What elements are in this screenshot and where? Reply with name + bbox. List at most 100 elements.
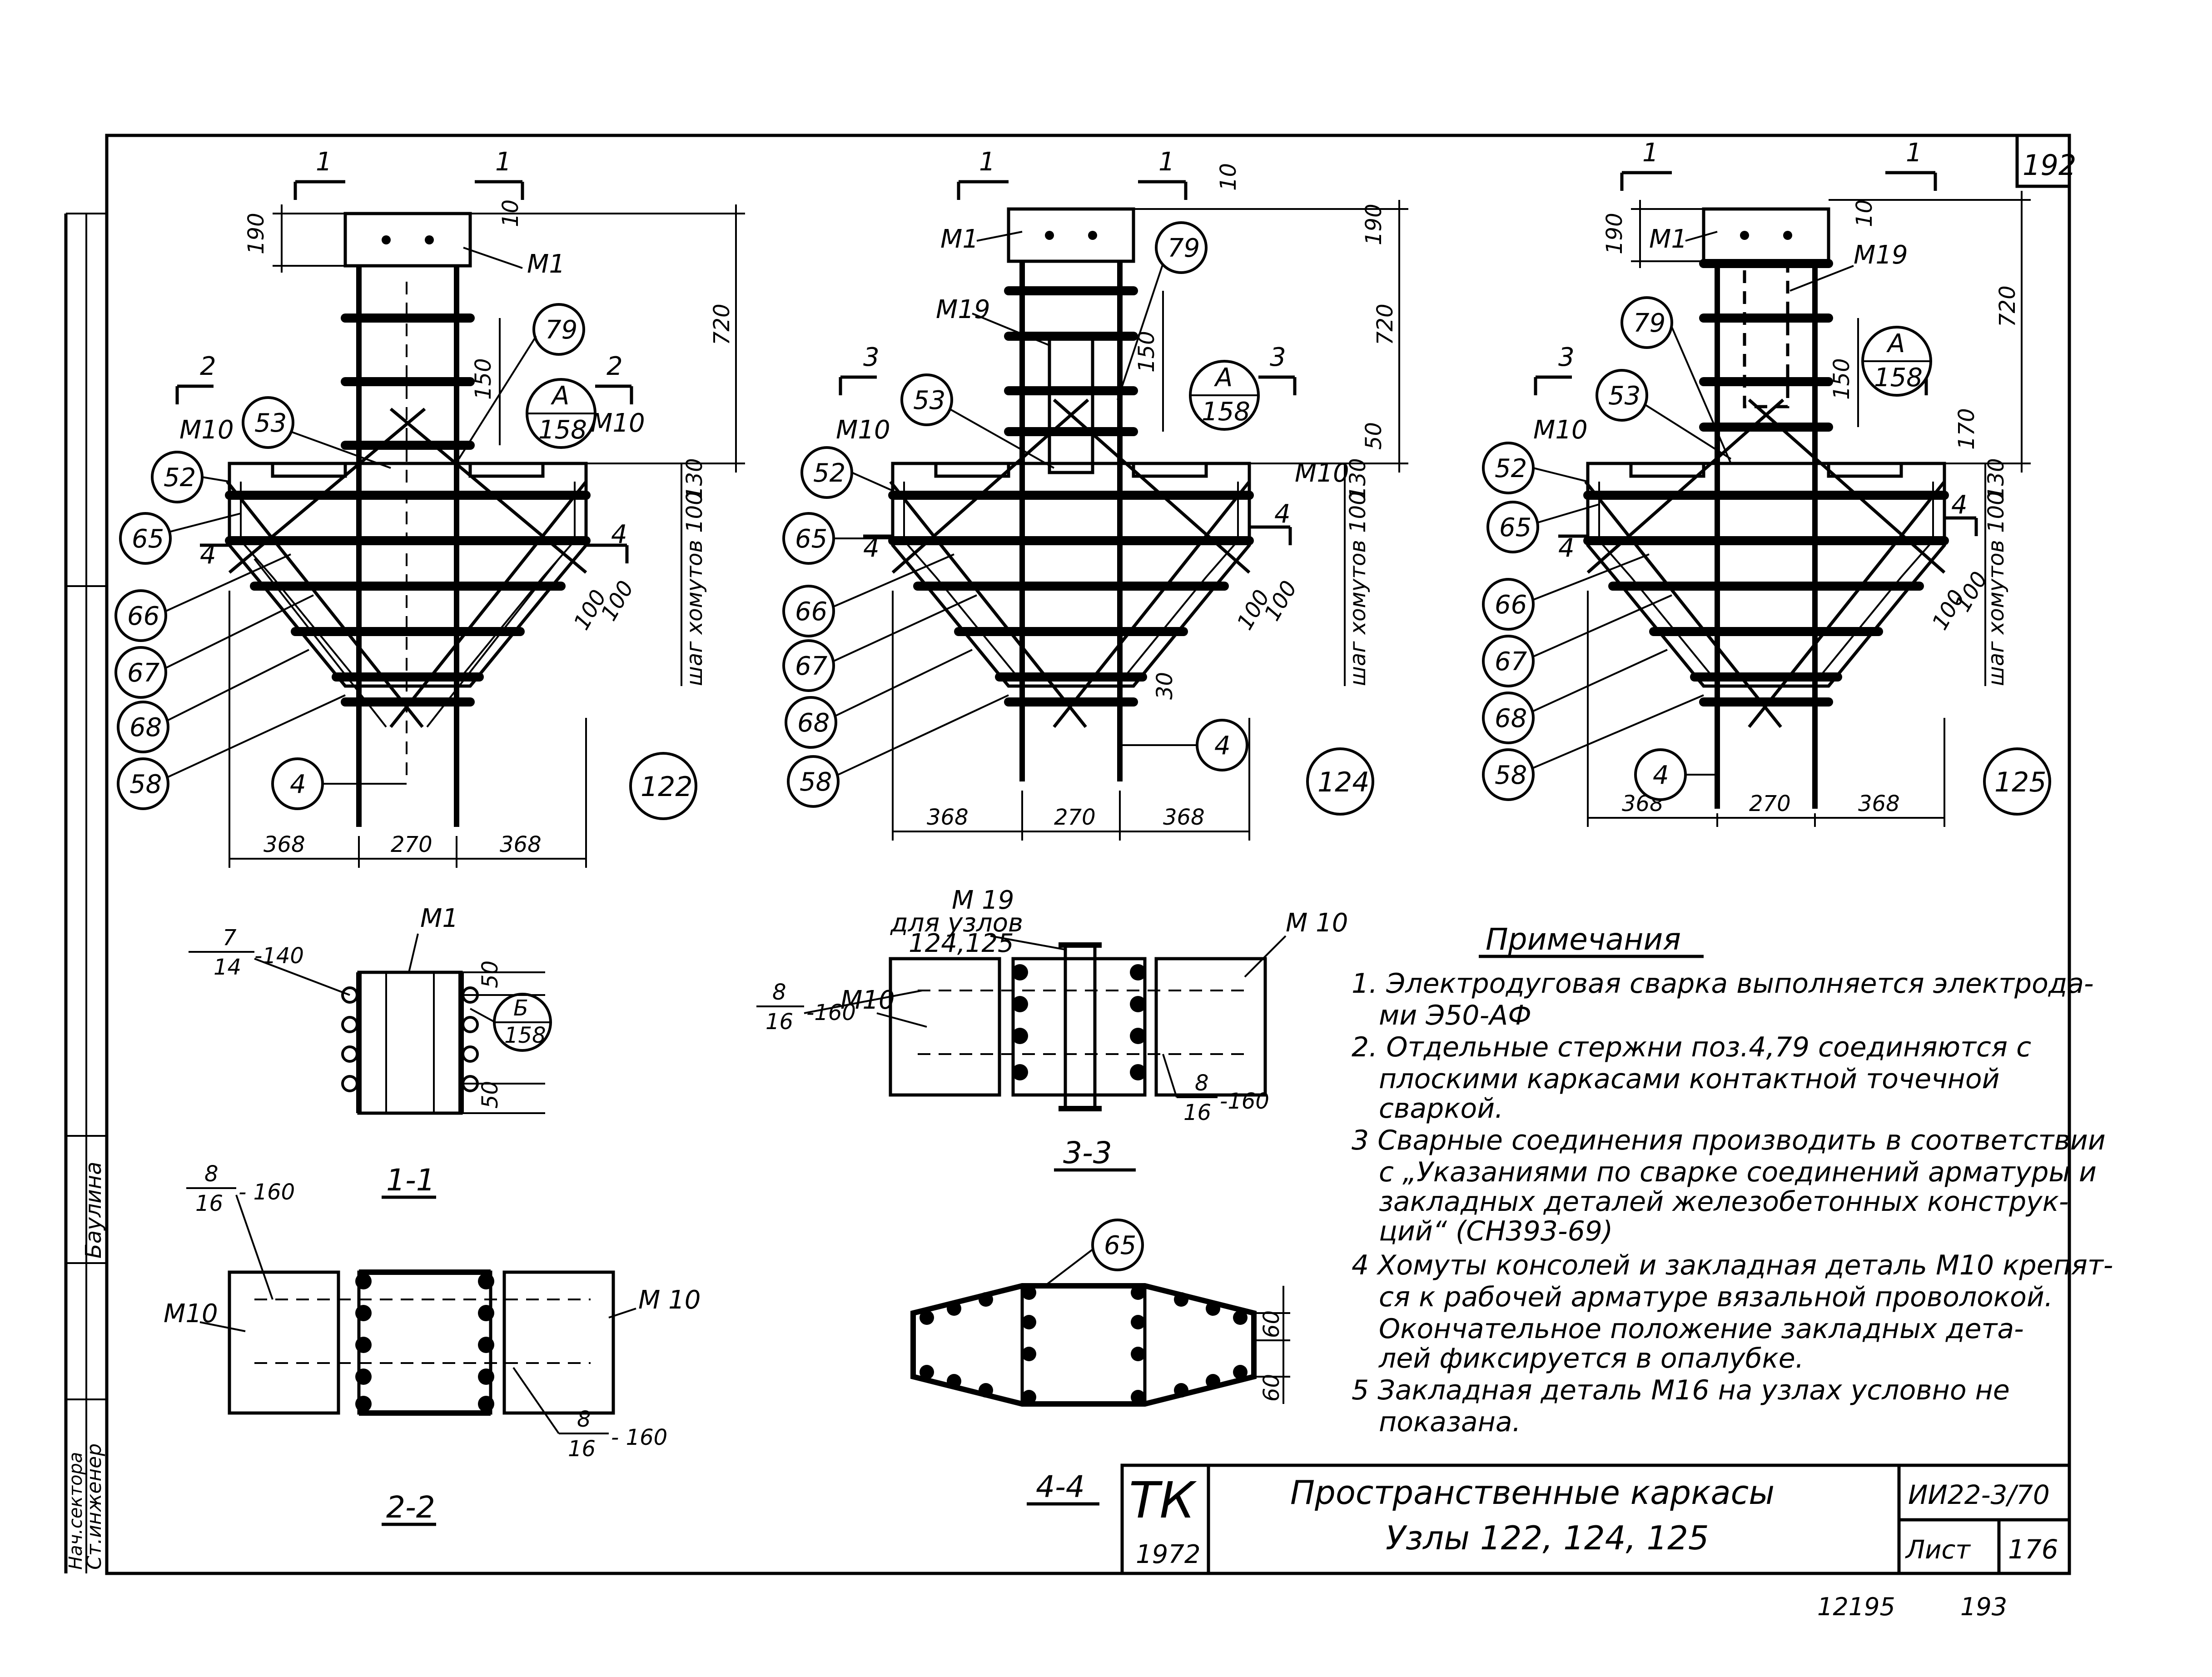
section-mark-1-left: 1 <box>316 147 332 177</box>
embed-label-m10-right: М10 <box>1295 458 1349 488</box>
svg-text:53: 53 <box>913 386 945 415</box>
dim-bottom-mid: 270 <box>391 832 432 857</box>
node-number: 122 <box>641 771 693 803</box>
section-mark-2-left: 2 <box>200 352 216 381</box>
svg-text:68: 68 <box>1495 704 1527 733</box>
org-mark: ТК <box>1129 1471 1197 1529</box>
dim-bottom-right: 368 <box>1858 791 1900 816</box>
weld1-top: 8 <box>204 1161 219 1187</box>
notes-heading: Примечания <box>1486 922 1681 957</box>
dim-30: 30 <box>1152 672 1178 700</box>
section-mark-4-right: 4 <box>1274 499 1291 529</box>
embed-label-m19: М19 <box>936 295 990 324</box>
dim-190: 190 <box>1602 213 1627 254</box>
dim-bottom-left: 368 <box>927 805 969 830</box>
weld2-bottom: 16 <box>1183 1100 1211 1125</box>
section-mark-3-right: 3 <box>1270 343 1286 372</box>
sheet-number: 192 <box>2023 149 2076 182</box>
section-title: 1-1 <box>386 1163 435 1198</box>
dim-step: шаг хомутов 100 <box>1345 491 1371 686</box>
dim-60b: 60 <box>1259 1374 1284 1402</box>
ref-top: Б <box>513 995 528 1021</box>
weld2-len: -160 <box>1220 1089 1269 1114</box>
weld1-bottom: 16 <box>766 1009 793 1035</box>
note-line-12: Окончательное положение закладных дета- <box>1379 1313 2024 1345</box>
list-label: Лист <box>1905 1535 1971 1565</box>
callout-67: 67 <box>114 594 314 699</box>
title-line-1: Пространственные каркасы <box>1290 1473 1775 1512</box>
section-title: 4-4 <box>1036 1469 1085 1504</box>
callout-79: 79 <box>458 303 585 460</box>
weld2-top: 8 <box>577 1407 591 1432</box>
node-number-circle <box>629 752 697 820</box>
svg-text:58: 58 <box>129 770 162 799</box>
svg-text:52: 52 <box>1495 454 1527 483</box>
detail-ref-bottom: 158 <box>1202 397 1250 427</box>
node-124-drawing: 1 1 3 3 4 4 10 190 720 150 50 130 100 10… <box>782 147 1408 841</box>
callout-67: 67 <box>1482 594 1672 687</box>
svg-text:79: 79 <box>1633 309 1665 338</box>
m19-note1: для узлов <box>890 908 1023 938</box>
callout-68: 68 <box>785 649 973 749</box>
dim-bottom-mid: 270 <box>1054 805 1096 830</box>
section-mark-4-right: 4 <box>611 520 627 549</box>
svg-text:66: 66 <box>795 597 827 627</box>
callout-53: 53 <box>1596 369 1732 460</box>
node-number: 125 <box>1994 766 2047 798</box>
svg-text:52: 52 <box>813 458 845 488</box>
plate-label: М1 <box>420 904 458 933</box>
svg-text:79: 79 <box>545 315 577 345</box>
title-block: ТК 1972 Пространственные каркасы Узлы 12… <box>1120 1463 2071 1575</box>
dim-bottom-left: 368 <box>263 832 305 857</box>
dim-720: 720 <box>1372 304 1398 345</box>
dim-50: 50 <box>1361 422 1387 450</box>
svg-text:4: 4 <box>1214 731 1231 761</box>
section-mark-4-right: 4 <box>1951 490 1968 520</box>
svg-text:66: 66 <box>127 602 159 631</box>
embed-label-m1: М1 <box>940 224 979 254</box>
side-name-1: Баулина <box>81 1162 106 1259</box>
node-number-circle <box>1306 747 1374 816</box>
svg-text:53: 53 <box>254 408 287 438</box>
section-mark-1-right: 1 <box>1158 147 1175 177</box>
section-mark-1-right: 1 <box>1906 138 1922 168</box>
list-number: 176 <box>2008 1534 2058 1565</box>
dim-170: 170 <box>1954 408 1979 450</box>
sheet-frame <box>105 134 2071 1575</box>
callout-66: 66 <box>1482 553 1650 631</box>
embed-label-m10-left: М10 <box>836 415 890 445</box>
dim-step: шаг хомутов 100 <box>682 491 707 686</box>
callout-4: 4 <box>271 757 407 810</box>
side-name-2: Ст.инженер <box>83 1443 106 1570</box>
note-line-2: ми Э50-АФ <box>1379 1000 1531 1031</box>
right-plate: М 10 <box>638 1285 701 1315</box>
note-line-8: закладных деталей железобетонных констру… <box>1379 1186 2069 1218</box>
dim-130: 130 <box>682 458 707 500</box>
embed-label-m19: М19 <box>1854 240 1908 270</box>
dim-720: 720 <box>709 304 735 345</box>
weld1-len: - 160 <box>239 1179 295 1205</box>
callout-58: 58 <box>1482 694 1704 801</box>
callout-66: 66 <box>782 553 954 637</box>
section-mark-1-right: 1 <box>495 147 512 177</box>
dim-50a: 50 <box>477 960 503 988</box>
note-line-5: сваркой. <box>1379 1093 1503 1125</box>
dim-720: 720 <box>1995 285 2020 327</box>
svg-text:4: 4 <box>290 770 306 799</box>
note-line-4: плоскими каркасами контактной точечной <box>1379 1063 2000 1095</box>
note-line-9: ций“ (СН393-69) <box>1379 1215 1613 1247</box>
svg-text:68: 68 <box>129 713 162 742</box>
detail-ref-bottom: 158 <box>1874 363 1923 393</box>
m19-label: М 19 <box>952 886 1014 915</box>
section-3-3: М 19 для узлов 124,125 М10 М 10 8 16 -16… <box>756 886 1348 1172</box>
note-line-3: 2. Отдельные стержни поз.4,79 соединяютс… <box>1352 1031 2031 1063</box>
side-stamp: Баулина Ст.инженер Нач.сектора <box>64 213 107 1573</box>
note-line-6: 3 Сварные соединения производить в соотв… <box>1352 1125 2106 1156</box>
section-2-2: М10 М 10 8 16 - 160 8 16 - 160 2-2 <box>164 1161 701 1526</box>
ref-bottom: 158 <box>504 1023 546 1048</box>
section-mark-2-right: 2 <box>606 352 623 381</box>
detail-ref-bottom: 158 <box>538 415 587 445</box>
callout-67: 67 <box>782 594 977 692</box>
callout-53: 53 <box>242 396 391 469</box>
